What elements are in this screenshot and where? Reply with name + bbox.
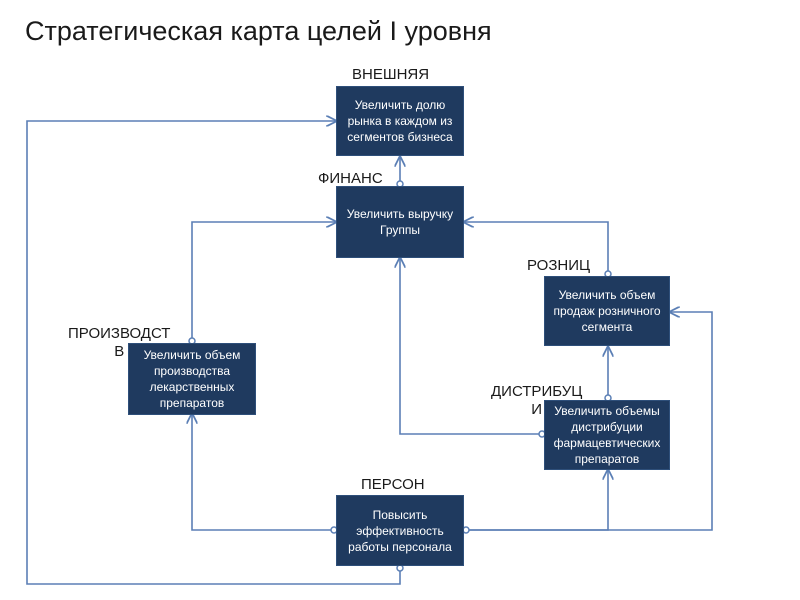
link-personnel-to-retail [464,312,713,531]
perspective-label-external: ВНЕШНЯЯ [352,66,430,83]
perspective-label-distribution-line1: ДИСТРИБУЦ [491,383,583,400]
goal-text-drug-production: Увеличить объем производства лекарственн… [143,348,241,410]
perspective-label-production-line1: ПРОИЗВОДСТ [68,325,171,342]
perspective-label-personnel: ПЕРСОН [361,476,425,493]
link-personnel-to-production [192,414,336,531]
goal-text-pharma-distribution: Увеличить объемы дистрибуции фармацевтич… [553,404,661,466]
goal-text-staff-efficiency: Повысить эффективность работы персонала [348,507,452,554]
goal-box-market-share[interactable]: Увеличить долю рынка в каждом из сегмент… [336,86,464,156]
goal-text-retail-sales: Увеличить объем продаж розничного сегмен… [553,288,661,334]
goal-box-group-revenue[interactable]: Увеличить выручку Группы [336,186,464,258]
goal-box-pharma-distribution[interactable]: Увеличить объемы дистрибуции фармацевтич… [544,400,670,470]
goal-box-drug-production[interactable]: Увеличить объем производства лекарственн… [128,343,256,415]
perspective-label-distribution-line2: И [531,401,543,418]
link-distribution-to-finance [400,258,544,435]
perspective-label-finance: ФИНАНС [318,170,383,187]
perspective-label-distribution: ДИСТРИБУЦ И [491,383,582,419]
link-personnel-to-distribution [464,470,608,531]
perspective-label-production: ПРОИЗВОДСТ В [68,325,170,361]
perspective-label-retail: РОЗНИЦ [527,257,591,274]
goal-text-market-share: Увеличить долю рынка в каждом из сегмент… [347,98,453,144]
link-retail-to-finance [464,222,609,276]
goal-box-retail-sales[interactable]: Увеличить объем продаж розничного сегмен… [544,276,670,346]
goal-text-group-revenue: Увеличить выручку Группы [346,207,454,237]
link-personnel-to-external [26,121,401,585]
goal-box-staff-efficiency[interactable]: Повысить эффективность работы персонала [336,495,464,566]
link-production-to-finance [191,222,336,343]
page-title: Стратегическая карта целей I уровня [25,16,492,46]
perspective-label-production-line2: В [114,343,125,360]
